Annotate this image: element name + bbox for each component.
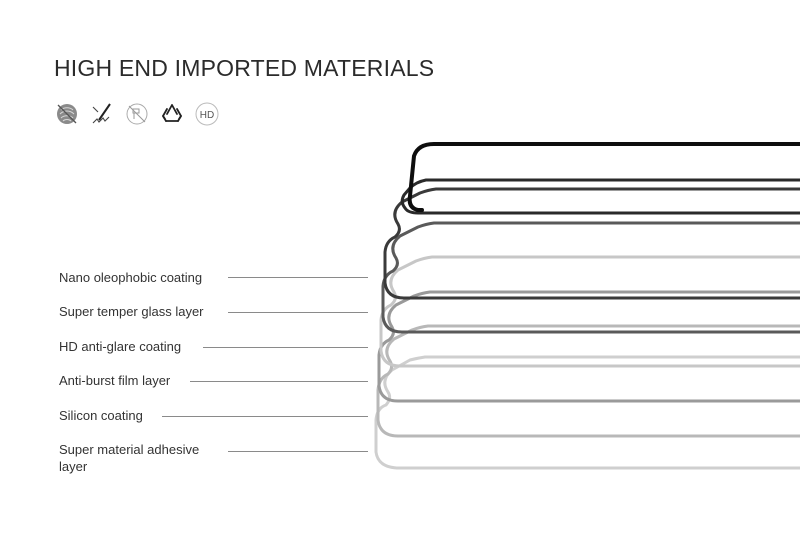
layer-label-nano-oleophobic: Nano oleophobic coating <box>59 270 203 285</box>
layer-label-adhesive: Super material adhesive layer <box>59 442 200 474</box>
leader-line-anti-burst <box>190 381 368 382</box>
layer-outline-top-frame <box>407 142 800 212</box>
leader-line-nano <box>228 277 368 278</box>
leader-line-temper <box>228 312 368 313</box>
leader-line-anti-glare <box>203 347 368 348</box>
layer-outline-anti-burst <box>377 290 800 403</box>
layer-outline-anti-glare <box>379 255 800 368</box>
layer-outline-oleophobic <box>383 187 800 300</box>
leader-line-adhesive <box>228 451 368 452</box>
layer-outline-silicon <box>376 324 800 438</box>
leader-line-silicon <box>162 416 368 417</box>
page-title: HIGH END IMPORTED MATERIALS <box>54 55 435 81</box>
anti-fingerprint-icon <box>54 101 80 127</box>
layer-outline-frame <box>400 178 800 215</box>
recycle-icon <box>159 101 185 127</box>
no-glare-icon <box>124 101 150 127</box>
layer-outline-adhesive <box>374 355 800 470</box>
anti-scratch-icon <box>89 101 115 127</box>
hd-icon: HD <box>194 101 220 127</box>
layer-outline-temper-glass <box>381 221 800 334</box>
hd-icon-text: HD <box>200 110 214 121</box>
feature-icon-row: HD <box>54 101 220 127</box>
layer-label-temper-glass: Super temper glass layer <box>59 304 204 319</box>
layer-label-anti-glare: HD anti-glare coating <box>59 339 182 354</box>
layer-label-anti-burst: Anti-burst film layer <box>59 373 171 388</box>
layer-label-silicon: Silicon coating <box>59 408 143 423</box>
